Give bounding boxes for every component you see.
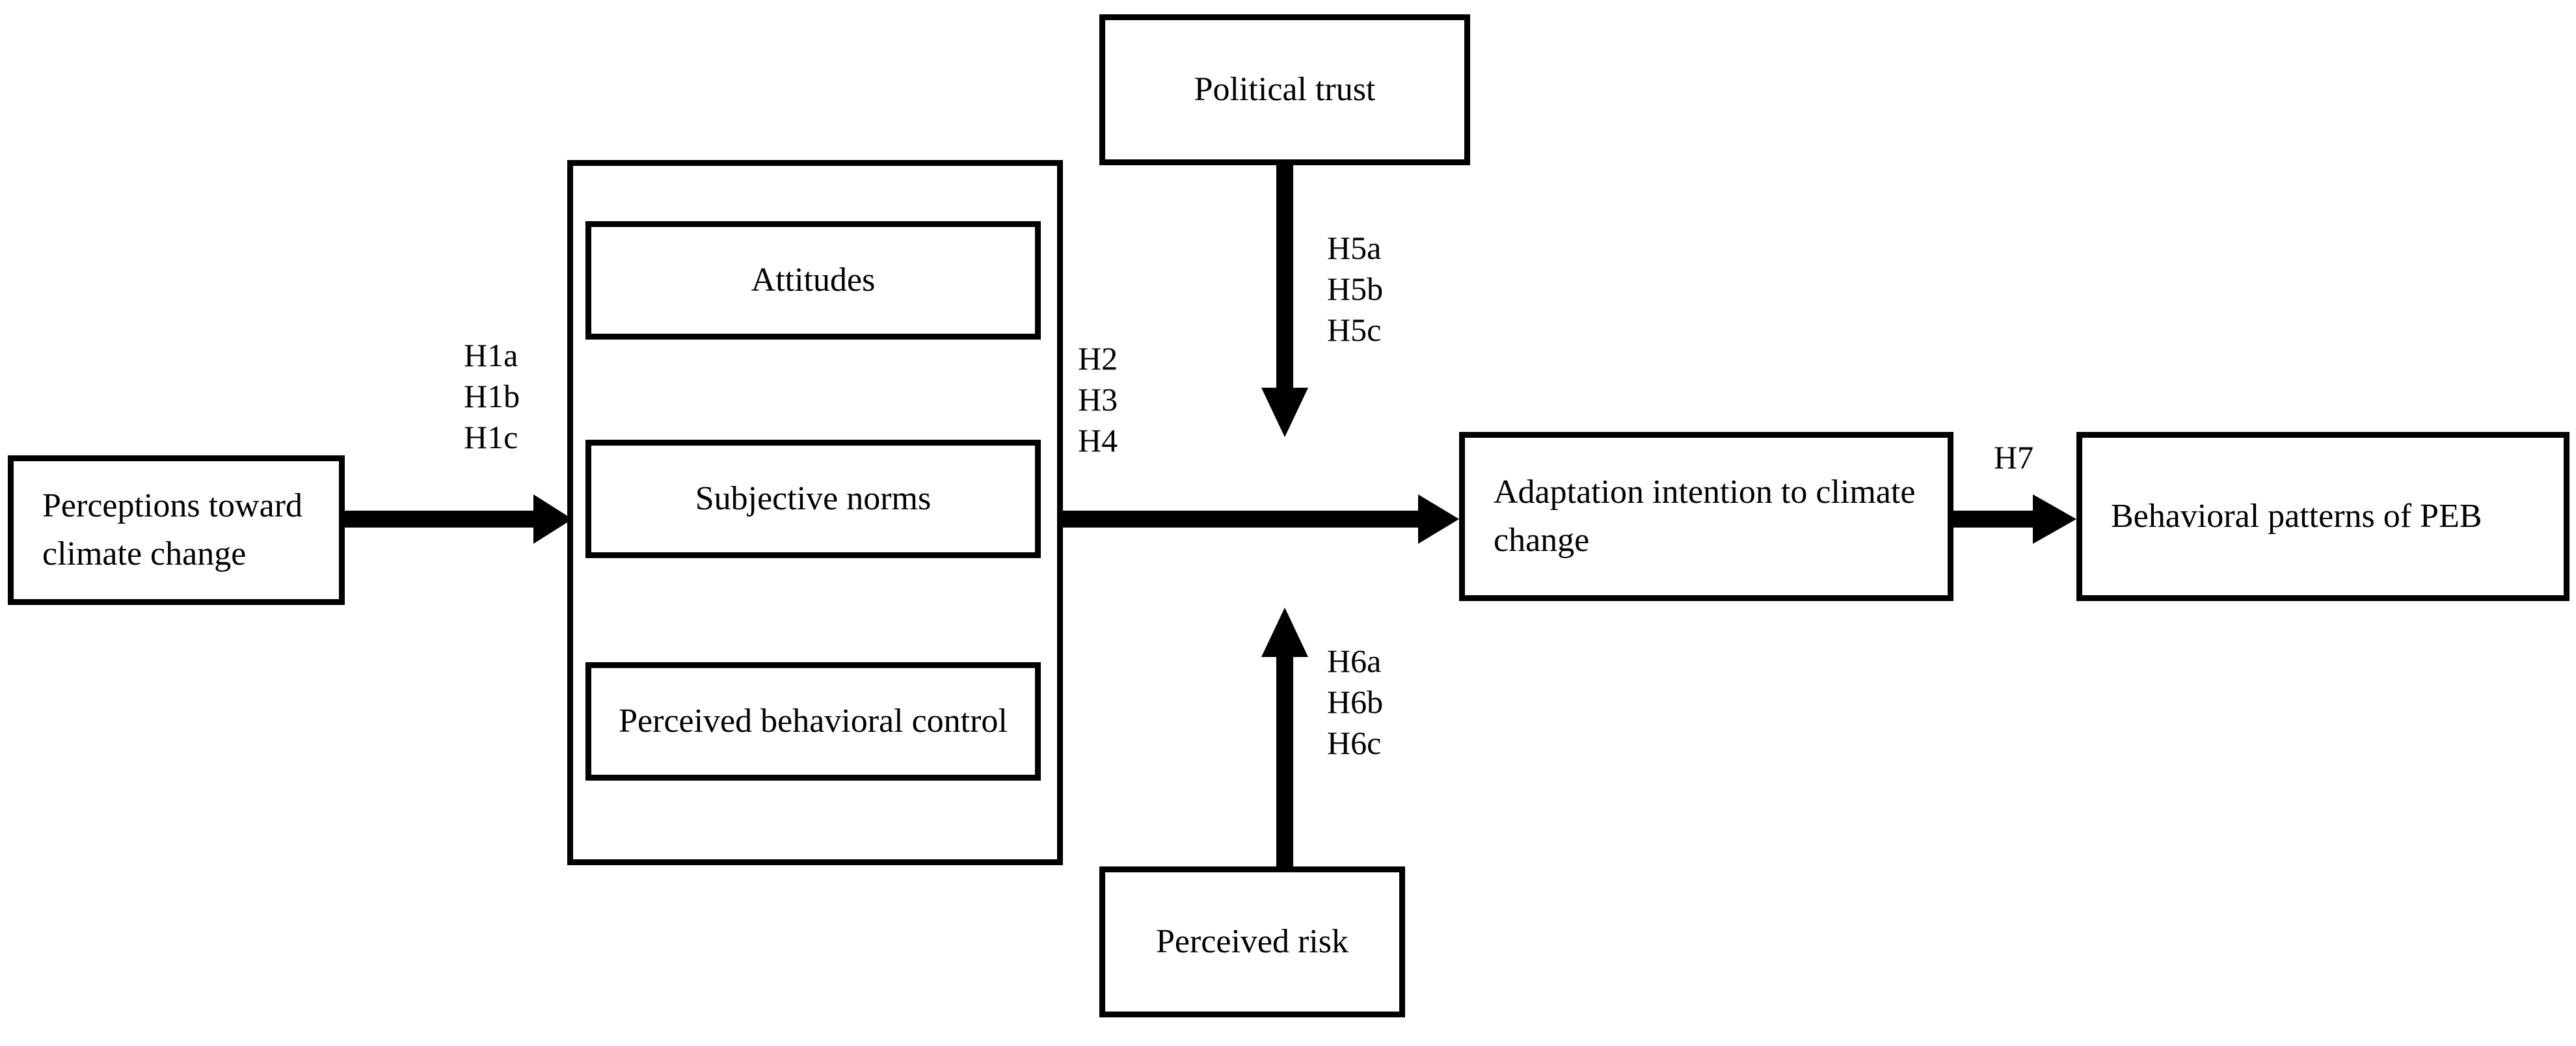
node-perceived-behavioral-control[interactable]: Perceived behavioral control [585, 662, 1041, 781]
node-adaptation-intention[interactable]: Adaptation intention to climate change [1459, 432, 1953, 601]
node-behavioral-patterns-of-peb[interactable]: Behavioral patterns of PEB [2076, 432, 2569, 601]
arrow-adaptation-to-behavioral [1953, 494, 2076, 544]
node-perceived-risk[interactable]: Perceived risk [1099, 866, 1405, 1017]
node-label-behavioral-patterns: Behavioral patterns of PEB [2111, 498, 2482, 535]
node-label-attitudes: Attitudes [751, 262, 876, 299]
hypothesis-label-h5: H5a H5b H5c [1327, 230, 1384, 348]
arrow-tpb-to-adaptation [1062, 494, 1459, 544]
node-label-perceived-behavioral-control: Perceived behavioral control [619, 703, 1008, 740]
node-label-perceived-risk: Perceived risk [1155, 923, 1348, 961]
node-label-subjective-norms: Subjective norms [695, 480, 932, 518]
hypothesis-label-h2-h3-h4: H2 H3 H4 [1078, 340, 1118, 459]
node-perceptions-toward-climate-change[interactable]: Perceptions toward climate change [8, 455, 345, 605]
hypothesis-label-h1: H1a H1b H1c [464, 337, 520, 455]
hypothesis-label-h7: H7 [1994, 439, 2034, 476]
node-label-adaptation-intention: Adaptation intention to climate change [1494, 474, 1916, 559]
arrow-perceived-risk-to-adaptation [1261, 608, 1308, 869]
node-label-political-trust: Political trust [1194, 71, 1376, 109]
node-subjective-norms[interactable]: Subjective norms [585, 440, 1041, 558]
node-label-perceptions: Perceptions toward climate change [42, 487, 303, 572]
hypothesis-label-h6: H6a H6b H6c [1327, 643, 1384, 761]
node-political-trust[interactable]: Political trust [1099, 14, 1470, 165]
arrow-political-trust-to-adaptation [1261, 164, 1308, 437]
arrow-perceptions-to-tpb [343, 494, 572, 544]
node-attitudes[interactable]: Attitudes [585, 221, 1041, 340]
